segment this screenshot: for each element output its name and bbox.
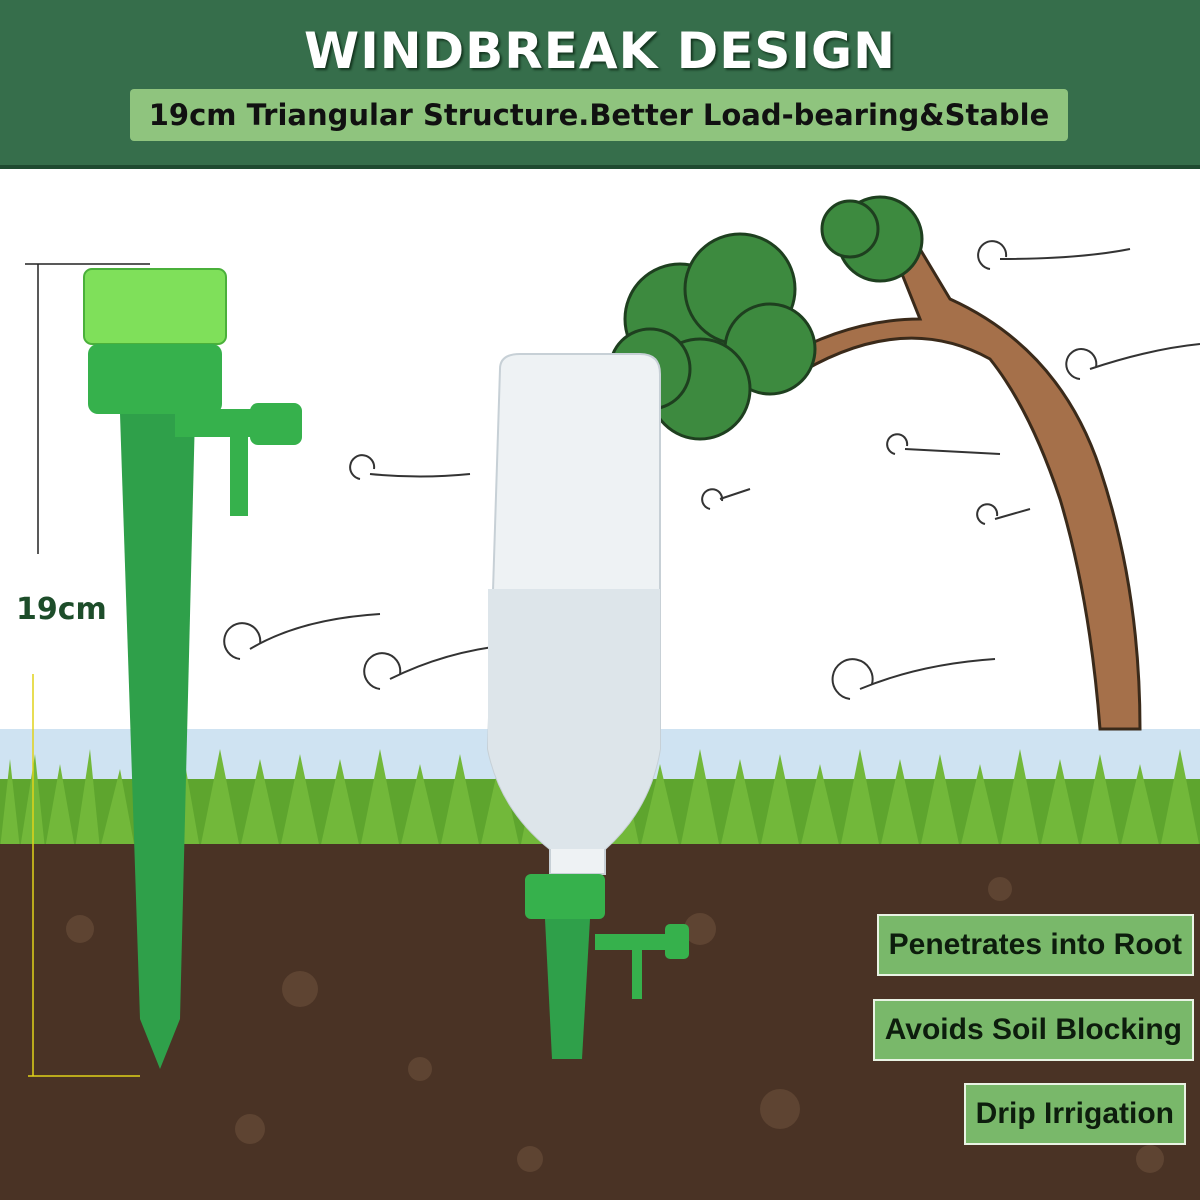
page-title: WINDBREAK DESIGN (304, 22, 896, 80)
dimension-label: 19cm (16, 592, 107, 627)
drip-stake-large (83, 268, 302, 1069)
subtitle-badge: 19cm Triangular Structure.Better Load-be… (130, 89, 1068, 141)
water-bottle-on-stake (486, 353, 689, 1059)
bent-tree (608, 195, 1142, 731)
dimension-line (25, 263, 150, 1077)
header-banner: WINDBREAK DESIGN 19cm Triangular Structu… (0, 0, 1200, 169)
feature-label: Avoids Soil Blocking (872, 999, 1194, 1061)
feature-label: Drip Irrigation (963, 1083, 1186, 1145)
soil-texture (66, 877, 1164, 1173)
feature-label: Penetrates into Root (876, 914, 1194, 976)
